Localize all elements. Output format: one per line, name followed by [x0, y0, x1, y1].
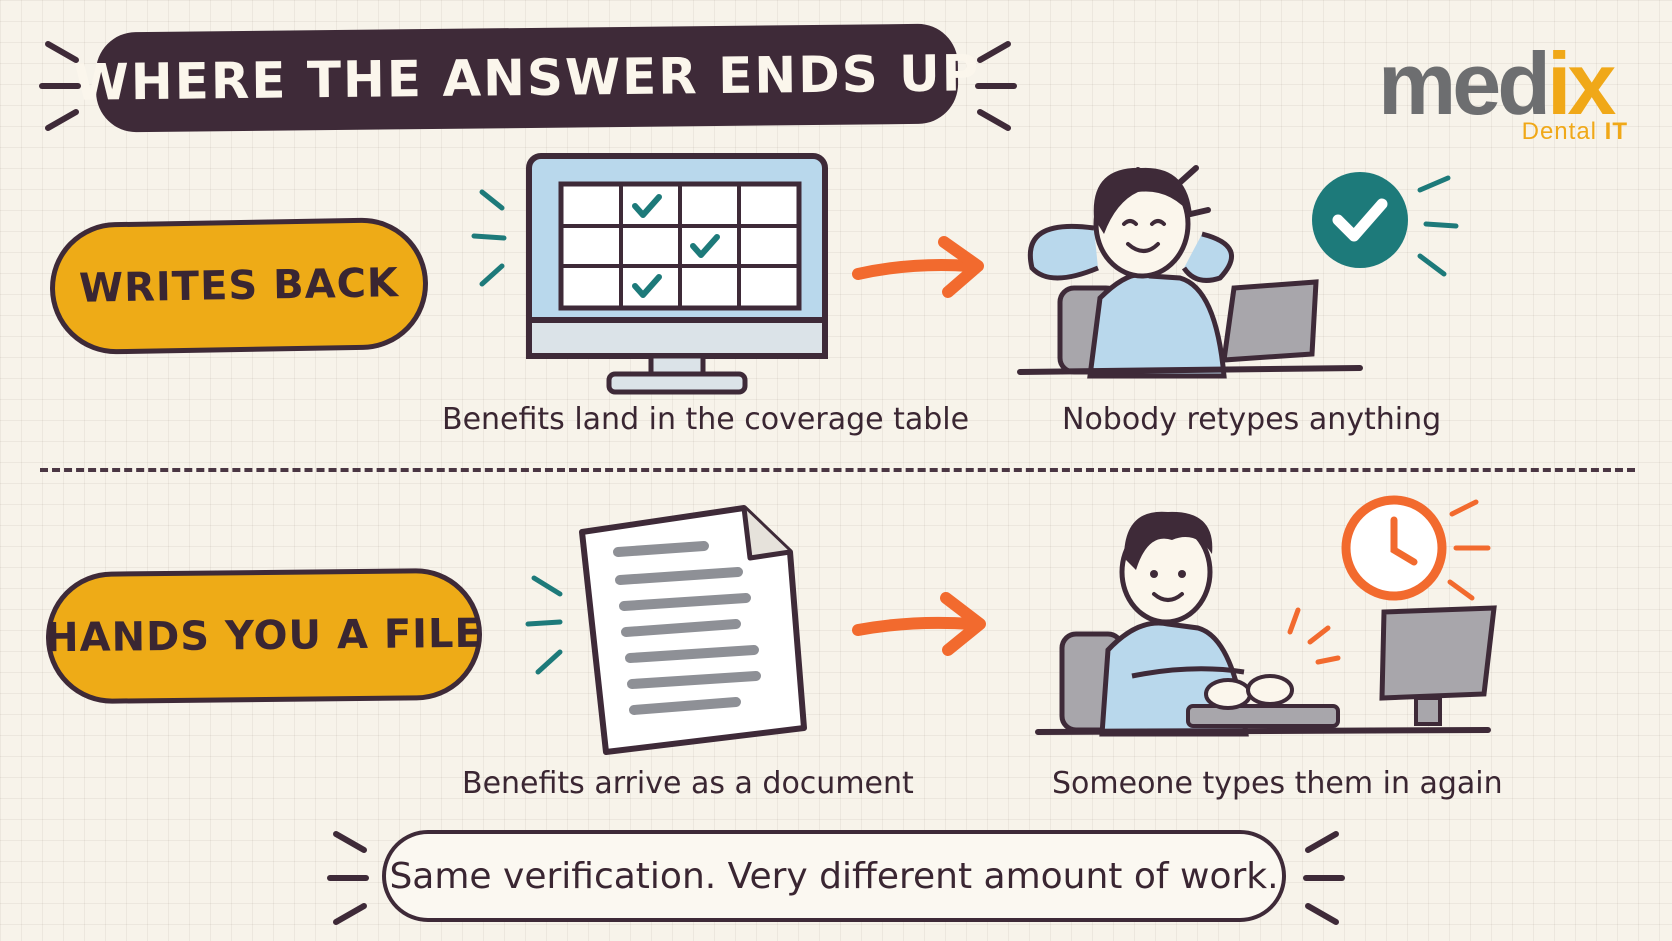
spark-lines-icon: [525, 575, 563, 675]
page-title: WHERE THE ANSWER ENDS UP: [73, 44, 981, 112]
relaxed-person-with-checkmark-icon: [1017, 165, 1459, 379]
brand-logo: medix Dental IT: [1378, 40, 1630, 150]
writes-back-label: WRITES BACK: [48, 216, 430, 356]
monitor-with-checked-table-icon: [526, 153, 828, 395]
footer-summary: Same verification. Very different amount…: [382, 830, 1286, 922]
footer-burst-right-icon: [1303, 831, 1345, 925]
typing-person-with-clock-icon: [1035, 495, 1497, 737]
title-burst-left-icon: [39, 41, 81, 131]
arrow-right-icon: [852, 592, 986, 656]
hands-file-source-caption: Benefits arrive as a document: [462, 766, 914, 801]
writes-back-source-caption: Benefits land in the coverage table: [442, 402, 970, 437]
footer-text: Same verification. Very different amount…: [389, 855, 1279, 897]
hands-you-a-file-label: HANDS YOU A FILE: [45, 567, 483, 705]
document-file-icon: [579, 505, 807, 755]
title-banner: WHERE THE ANSWER ENDS UP: [73, 23, 981, 133]
logo-tagline: Dental IT: [1521, 118, 1628, 145]
arrow-right-icon: [852, 236, 984, 298]
hands-file-result-caption: Someone types them in again: [1052, 766, 1503, 801]
spark-lines-icon: [471, 189, 507, 287]
logo-wordmark: medix: [1378, 34, 1616, 133]
title-burst-right-icon: [975, 41, 1017, 131]
writes-back-result-caption: Nobody retypes anything: [1062, 402, 1442, 437]
footer-burst-left-icon: [327, 831, 369, 925]
section-divider: [40, 468, 1635, 472]
